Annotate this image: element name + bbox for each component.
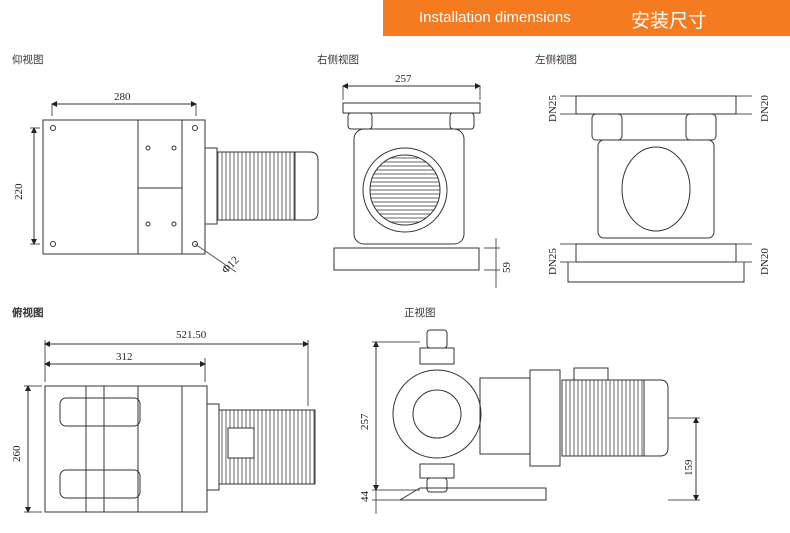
bottom-view-motor bbox=[216, 151, 296, 221]
top-view-base-plate bbox=[44, 385, 208, 513]
top-height-dim: 260 bbox=[11, 445, 23, 462]
front-view-label: 正视图 bbox=[404, 307, 436, 319]
right-view-base bbox=[333, 247, 480, 271]
bottom-view-base-plate bbox=[42, 119, 206, 255]
title-cn: 安装尺寸 bbox=[631, 10, 708, 32]
top-view-label: 俯视图 bbox=[12, 307, 44, 319]
left-top-right-dim: DN20 bbox=[759, 95, 771, 122]
top-view bbox=[24, 340, 316, 513]
front-view-pump-body bbox=[392, 369, 482, 459]
left-bottom-left-dim: DN25 bbox=[547, 248, 559, 275]
front-view-motor bbox=[561, 379, 645, 457]
right-view bbox=[333, 83, 500, 288]
left-bottom-right-dim: DN20 bbox=[759, 248, 771, 275]
front-height-dim: 257 bbox=[359, 413, 371, 430]
right-view-motor-fan bbox=[362, 147, 448, 233]
bottom-view-label: 仰视图 bbox=[12, 54, 44, 66]
title-en: Installation dimensions bbox=[419, 9, 571, 26]
top-inner-dim: 312 bbox=[116, 351, 133, 363]
right-width-dim: 257 bbox=[395, 73, 412, 85]
title-banner: Installation dimensions 安装尺寸 bbox=[383, 0, 790, 36]
bottom-hole-dim: Φ12 bbox=[220, 254, 242, 276]
left-view bbox=[560, 95, 752, 283]
top-overall-dim: 521.50 bbox=[176, 329, 207, 341]
right-view-label: 右侧视图 bbox=[317, 54, 359, 66]
bottom-height-dim: 220 bbox=[13, 183, 25, 200]
left-view-diaphragm bbox=[621, 146, 691, 232]
left-view-base bbox=[567, 261, 745, 283]
bottom-width-dim: 280 bbox=[114, 91, 131, 103]
front-shaft-dim: 159 bbox=[683, 459, 695, 476]
front-view bbox=[372, 329, 700, 514]
front-base-dim: 44 bbox=[359, 491, 371, 503]
left-view-label: 左侧视图 bbox=[535, 54, 577, 66]
left-top-left-dim: DN25 bbox=[547, 95, 559, 122]
right-base-dim: 59 bbox=[501, 262, 513, 274]
bottom-view bbox=[30, 101, 319, 273]
